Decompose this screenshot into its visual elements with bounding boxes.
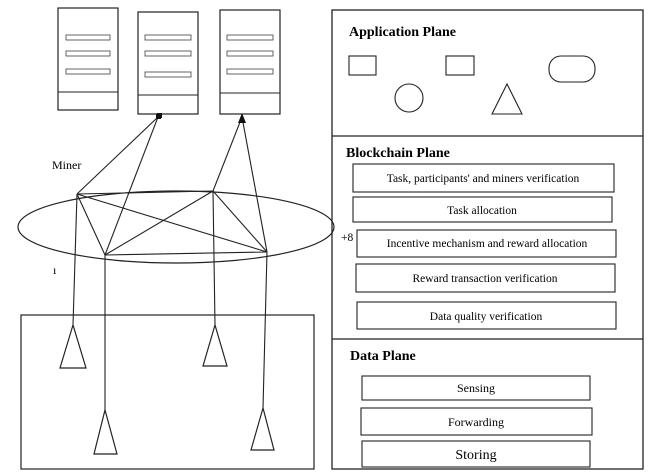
app-triangle-icon	[491, 82, 523, 115]
app-square-icon	[348, 55, 377, 76]
step-label: Incentive mechanism and reward allocatio…	[387, 238, 588, 250]
app-circle-icon	[394, 83, 424, 113]
function-box	[361, 440, 591, 468]
step-box	[352, 163, 615, 193]
miner-label: Miner	[52, 158, 81, 172]
function-label: Storing	[455, 448, 496, 463]
step-box	[356, 229, 617, 258]
step-label: Reward transaction verification	[413, 273, 558, 285]
function-label: Forwarding	[448, 415, 504, 429]
sensor-triangles	[59, 322, 275, 455]
planes-container	[331, 9, 644, 470]
server-3	[219, 9, 281, 115]
data-plane-title: Data Plane	[350, 349, 416, 364]
function-label: Sensing	[457, 381, 495, 395]
data-plane: Data Plane Sensing Forwarding Storing	[350, 349, 593, 468]
app-square-icon	[445, 55, 475, 76]
step-box	[355, 263, 616, 293]
connector-dot	[156, 114, 161, 119]
incentive-prefix-mark: +8	[341, 232, 353, 244]
app-rounded-rect-icon	[548, 55, 596, 83]
step-box	[356, 301, 617, 330]
blockchain-plane-title: Blockchain Plane	[346, 146, 450, 161]
blockchain-plane: Blockchain Plane Task, participants' and…	[341, 146, 617, 330]
sensor-triangle-icon	[202, 322, 228, 367]
blockchain-network-ellipse	[17, 190, 335, 264]
server-1	[57, 7, 119, 111]
function-box	[361, 375, 591, 401]
function-box	[360, 407, 593, 436]
arrowhead-icon	[238, 113, 246, 123]
sensor-triangle-icon	[59, 322, 87, 369]
sensing-area	[20, 314, 315, 470]
server-2	[137, 11, 199, 118]
step-label: Data quality verification	[430, 311, 543, 323]
application-plane-title: Application Plane	[349, 25, 456, 40]
stray-tick: ı	[53, 263, 57, 277]
step-label: Task, participants' and miners verificat…	[387, 173, 580, 185]
application-plane: Application Plane	[348, 25, 596, 115]
network-links	[72, 116, 268, 410]
sensor-triangle-icon	[93, 407, 118, 455]
step-box	[352, 196, 613, 223]
step-label: Task allocation	[447, 205, 517, 217]
sensor-triangle-icon	[250, 405, 275, 451]
